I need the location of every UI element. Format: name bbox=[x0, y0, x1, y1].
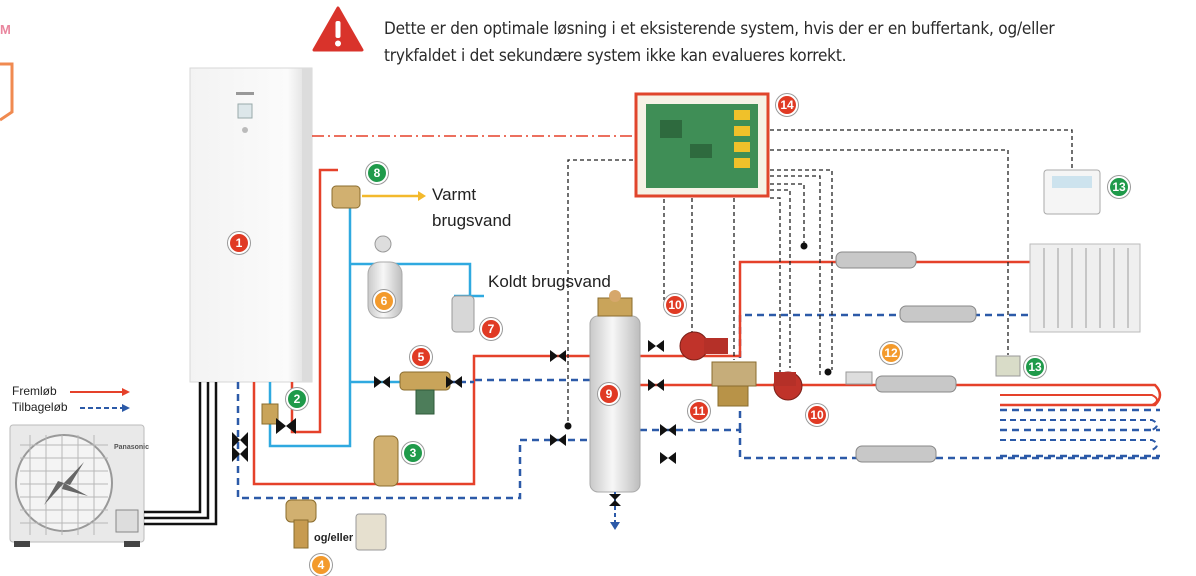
room-sensor bbox=[995, 355, 1021, 377]
circulation-pump-lower bbox=[773, 371, 803, 401]
legend-return-label: Tilbageløb bbox=[12, 400, 68, 414]
info-note-line-2: trykfaldet i det sekundære system ikke k… bbox=[384, 46, 847, 66]
cold-water-valve bbox=[451, 295, 475, 333]
component-badge-14: 14 bbox=[776, 94, 798, 116]
magnetic-filter bbox=[285, 499, 387, 551]
component-badge-8: 8 bbox=[366, 162, 388, 184]
outdoor-unit bbox=[9, 424, 145, 547]
filling-valve bbox=[399, 371, 451, 415]
legend-arrows bbox=[70, 388, 130, 412]
component-badge-6: 6 bbox=[373, 290, 395, 312]
component-badge-12: 12 bbox=[880, 342, 902, 364]
hot-water-arrow bbox=[362, 191, 426, 201]
control-wiring bbox=[567, 129, 1073, 426]
dirt-separator bbox=[373, 435, 399, 487]
component-badge-13-controller: 13 bbox=[1108, 176, 1130, 198]
component-badge-2: 2 bbox=[286, 388, 308, 410]
component-badge-9: 9 bbox=[598, 383, 620, 405]
floor-heating-loops bbox=[1000, 394, 1158, 406]
component-badge-13-sensor: 13 bbox=[1024, 356, 1046, 378]
page-corner-mark: M bbox=[0, 22, 11, 37]
and-or-label: og/eller bbox=[314, 532, 354, 544]
shutoff-valves bbox=[232, 340, 676, 506]
warning-icon bbox=[312, 6, 364, 52]
component-badge-1: 1 bbox=[228, 232, 250, 254]
refrigerant-pipes bbox=[144, 382, 218, 526]
cold-water-label: Koldt brugsvand bbox=[488, 272, 611, 291]
component-badge-11: 11 bbox=[688, 400, 710, 422]
circulation-pump-upper bbox=[679, 331, 728, 361]
component-badge-10-upper: 10 bbox=[664, 294, 686, 316]
component-badge-7: 7 bbox=[480, 318, 502, 340]
buffer-tank bbox=[589, 290, 641, 530]
mixing-valve-motor bbox=[711, 361, 757, 407]
hot-water-label-1: Varmt bbox=[432, 185, 477, 204]
info-note: Dette er den optimale løsning i et eksis… bbox=[384, 16, 1184, 70]
component-badge-10-lower: 10 bbox=[806, 404, 828, 426]
info-note-line-1: Dette er den optimale løsning i et eksis… bbox=[384, 19, 1055, 39]
legend-flow-label: Fremløb bbox=[12, 384, 57, 398]
control-board bbox=[634, 92, 770, 198]
component-badge-3: 3 bbox=[402, 442, 424, 464]
room-controller bbox=[1043, 169, 1101, 215]
thermostat-head bbox=[845, 371, 873, 385]
component-badge-4: 4 bbox=[310, 554, 332, 576]
component-badge-5: 5 bbox=[410, 346, 432, 368]
indoor-unit bbox=[189, 67, 313, 383]
radiator bbox=[1029, 243, 1141, 333]
hot-water-label-2: brugsvand bbox=[432, 211, 512, 230]
return-valve bbox=[261, 403, 279, 425]
page-corner-bracket bbox=[0, 62, 14, 122]
manifolds bbox=[835, 251, 977, 463]
outdoor-unit-brand: Panasonic bbox=[114, 444, 150, 451]
mixing-valve bbox=[331, 185, 361, 209]
